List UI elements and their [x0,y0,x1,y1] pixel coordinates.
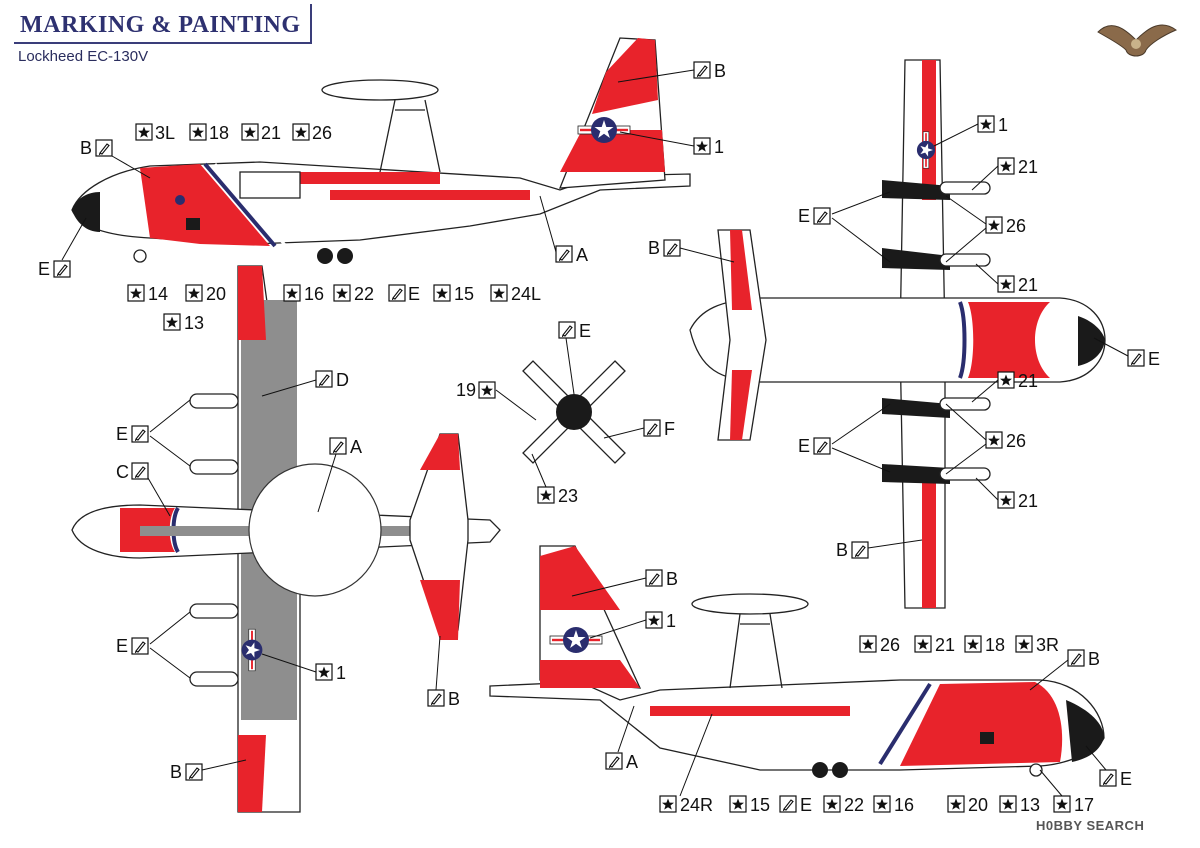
paint-callout-B: B [648,238,660,258]
decal-22: 22 [844,795,864,815]
aircraft-name: Lockheed EC-130V [18,48,149,65]
paint-callout-E: E [800,795,812,815]
decal-13: 13 [1020,795,1040,815]
decal-26: 26 [1006,216,1026,236]
decal-15: 15 [750,795,770,815]
bottom-view [689,59,1106,609]
paint-callout-E: E [1148,349,1160,369]
owl-logo-icon [1097,24,1177,57]
decal-19: 19 [456,380,476,400]
paint-callout-B: B [80,138,92,158]
paint-callout-E: E [1120,769,1132,789]
decal-3R: 3R [1036,635,1059,655]
paint-callout-A: A [626,752,638,772]
paint-callout-E: E [798,206,810,226]
top-view [71,265,501,813]
decal-20: 20 [968,795,988,815]
decal-21: 21 [261,123,281,143]
right-side-view [489,545,1105,778]
decal-21: 21 [1018,491,1038,511]
decal-17: 17 [1074,795,1094,815]
decal-14: 14 [148,284,168,304]
paint-callout-D: D [336,370,349,390]
decal-16: 16 [304,284,324,304]
callouts-right-side: B 1 A 26 21 18 3R B E 24R 15 E 22 16 20 [571,569,1132,815]
decal-21: 21 [935,635,955,655]
decal-22: 22 [354,284,374,304]
decal-3L: 3L [155,123,175,143]
propeller-view [522,360,626,464]
decal-1: 1 [336,663,346,683]
callouts-top-view: D E C A E 1 B B [116,370,460,782]
decal-26: 26 [312,123,332,143]
paint-callout-B: B [170,762,182,782]
decal-24R: 24R [680,795,713,815]
decal-1: 1 [714,137,724,157]
decal-21: 21 [1018,157,1038,177]
callouts-propeller: E 19 F 23 [456,321,675,506]
page-title: MARKING & PAINTING [20,12,301,38]
callouts-left-side: B 3L 18 21 26 B 1 A E 14 20 13 16 22 E [38,61,726,333]
paint-callout-B: B [714,61,726,81]
paint-callout-B: B [836,540,848,560]
decal-13: 13 [184,313,204,333]
title-box: MARKING & PAINTING [14,4,312,44]
paint-callout-B: B [448,689,460,709]
decal-21: 21 [1018,371,1038,391]
decal-26: 26 [1006,431,1026,451]
decal-1: 1 [666,611,676,631]
decal-15: 15 [454,284,474,304]
decal-18: 18 [209,123,229,143]
paint-callout-F: F [664,419,675,439]
decal-20: 20 [206,284,226,304]
decal-18: 18 [985,635,1005,655]
decal-26: 26 [880,635,900,655]
decal-23: 23 [558,486,578,506]
paint-callout-E: E [116,636,128,656]
paint-callout-B: B [666,569,678,589]
paint-callout-E: E [579,321,591,341]
left-side-view [71,37,691,264]
paint-callout-E: E [798,436,810,456]
paint-callout-E: E [38,259,50,279]
paint-callout-E: E [408,284,420,304]
paint-callout-E: E [116,424,128,444]
decal-24L: 24L [511,284,541,304]
decal-1: 1 [998,115,1008,135]
watermark: H0BBY SEARCH [1036,818,1145,833]
paint-callout-C: C [116,462,129,482]
decal-21: 21 [1018,275,1038,295]
decal-16: 16 [894,795,914,815]
paint-callout-A: A [576,245,588,265]
paint-callout-B: B [1088,649,1100,669]
paint-callout-A: A [350,437,362,457]
callouts-bottom-view: 1 21 E 26 21 B E 21 E 26 21 B [648,115,1160,560]
